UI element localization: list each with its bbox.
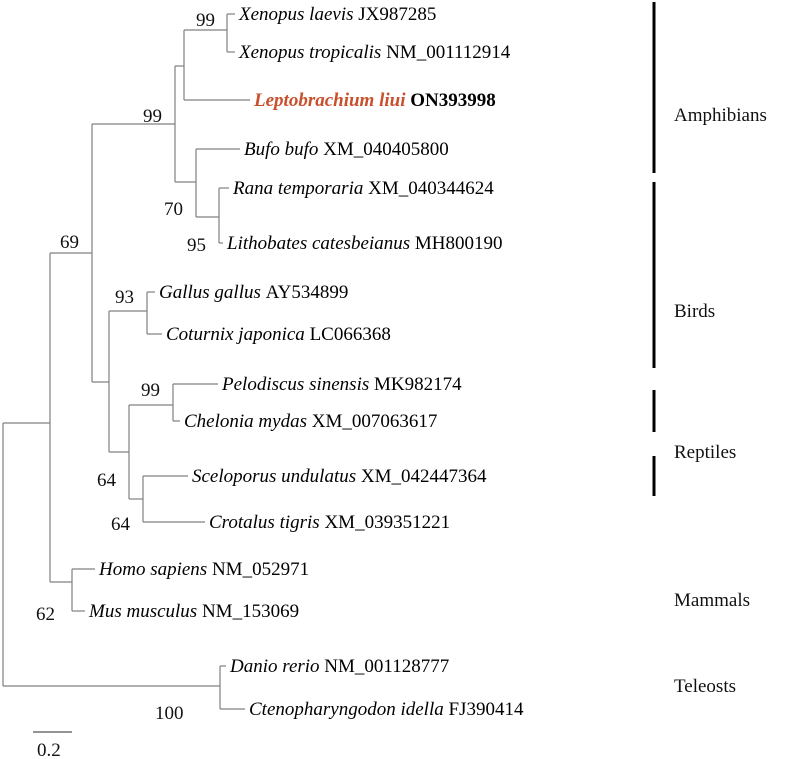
scale-bar: 0.2 [33, 731, 72, 759]
tip-label: Sceloporus undulatus XM_042447364 [192, 466, 487, 487]
tip-label: Lithobates catesbeianus MH800190 [226, 233, 503, 254]
bootstrap-value-turtles: 99 [141, 380, 160, 401]
tip-label: Rana temporaria XM_040344624 [232, 178, 494, 199]
tip-species-name: Lithobates catesbeianus [226, 233, 415, 254]
clade-label-mammals: Mammals [674, 590, 750, 611]
tip-accession: AY534899 [266, 282, 349, 303]
tip-accession: MH800190 [415, 233, 503, 254]
bootstrap-value-birds: 93 [115, 287, 134, 308]
bootstrap-value-ranids: 95 [187, 235, 206, 256]
tip-label: Pelodiscus sinensis MK982174 [221, 374, 462, 395]
tip-label: Coturnix japonica LC066368 [166, 324, 391, 345]
tree-branches [2, 13, 250, 710]
clade-label-birds: Birds [674, 301, 715, 322]
bootstrap-value-tetrapods-nonmammal: 69 [60, 232, 79, 253]
tip-accession: MK982174 [374, 374, 462, 395]
tip-species-name: Xenopus laevis [238, 4, 358, 25]
tip-species-name: Gallus gallus [159, 282, 266, 303]
tip-accession: NM_001128777 [324, 656, 449, 677]
bootstrap-value-bufo-ranids: 70 [164, 199, 183, 220]
bootstrap-value-reptiles: 64 [97, 470, 117, 491]
bootstrap-value-teleosts: 100 [155, 703, 184, 724]
tip-species-name: Danio rerio [229, 656, 324, 677]
tip-accession: NM_153069 [202, 601, 299, 622]
tip-accession: LC066368 [310, 324, 391, 345]
tip-species-name: Homo sapiens [98, 559, 212, 580]
tip-accession: NM_001112914 [386, 42, 511, 63]
tip-label: Gallus gallus AY534899 [159, 282, 348, 303]
tip-species-name: Rana temporaria [232, 178, 368, 199]
tip-accession: XM_040405800 [323, 139, 449, 160]
tip-label: Mus musculus NM_153069 [88, 601, 299, 622]
tip-species-name: Ctenopharyngodon idella [249, 699, 448, 720]
clade-label-reptiles: Reptiles [674, 442, 736, 463]
tip-label: Xenopus tropicalis NM_001112914 [238, 42, 511, 63]
tip-label: Homo sapiens NM_052971 [98, 559, 309, 580]
tip-accession: ON393998 [410, 90, 496, 111]
tip-accession: NM_052971 [212, 559, 309, 580]
tip-species-name: Crotalus tigris [209, 512, 324, 533]
bootstrap-value-mammals: 62 [36, 604, 55, 625]
scale-bar-label: 0.2 [37, 740, 61, 759]
clade-label-amphibians: Amphibians [674, 105, 767, 126]
tip-accession: FJ390414 [448, 699, 523, 720]
tip-species-name: Coturnix japonica [166, 324, 310, 345]
tip-accession: XM_040344624 [368, 178, 494, 199]
tip-label: Leptobrachium liui ON393998 [253, 90, 496, 111]
tip-species-name: Xenopus tropicalis [238, 42, 386, 63]
tip-accession: JX987285 [358, 4, 436, 25]
bootstrap-value-amphibians: 99 [143, 106, 162, 127]
tip-label: Crotalus tigris XM_039351221 [209, 512, 450, 533]
clade-label-teleosts: Teleosts [674, 676, 736, 697]
bootstrap-value-squamates: 64 [111, 514, 131, 535]
tip-accession: XM_039351221 [324, 512, 450, 533]
tip-species-name: Chelonia mydas [184, 411, 312, 432]
tip-label: Chelonia mydas XM_007063617 [184, 411, 437, 432]
tip-species-name: Bufo bufo [244, 139, 323, 160]
tip-accession: XM_042447364 [361, 466, 487, 487]
tip-label: Ctenopharyngodon idella FJ390414 [249, 699, 524, 720]
bootstrap-value-xenopus: 99 [196, 10, 215, 31]
tip-accession: XM_007063617 [312, 411, 438, 432]
tip-species-name: Pelodiscus sinensis [221, 374, 374, 395]
tip-label: Bufo bufo XM_040405800 [244, 139, 449, 160]
tip-species-name: Mus musculus [88, 601, 202, 622]
tip-label: Danio rerio NM_001128777 [229, 656, 449, 677]
tip-species-name: Leptobrachium liui [253, 90, 410, 111]
tip-species-name: Sceloporus undulatus [192, 466, 361, 487]
tip-label: Xenopus laevis JX987285 [238, 4, 436, 25]
